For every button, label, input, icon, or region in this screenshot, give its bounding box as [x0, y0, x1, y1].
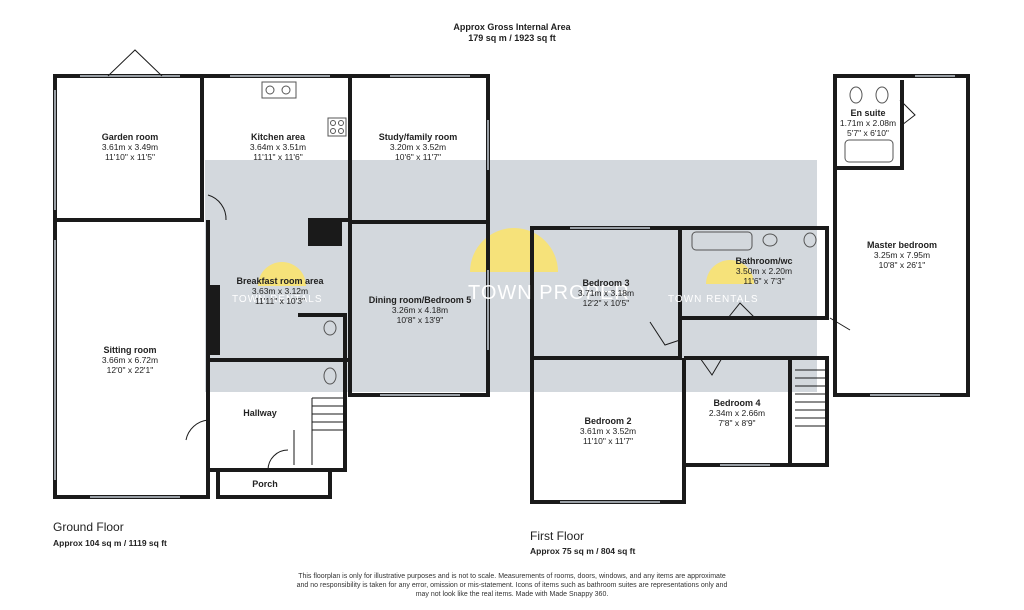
hob-icon: [327, 117, 347, 137]
room-bathroom: Bathroom/wc 3.50m x 2.20m 11'6" x 7'3": [735, 256, 793, 286]
bathroom-walls: [680, 226, 829, 320]
gross-internal-area: Approx Gross Internal Area 179 sq m / 19…: [0, 22, 1024, 44]
room-hallway: Hallway: [243, 408, 277, 418]
chimney-icon: [208, 220, 342, 355]
toilet-icon: [323, 86, 889, 385]
first-stairs: [795, 369, 825, 427]
room-bedroom-2: Bedroom 2 3.61m x 3.52m 11'10" x 11'7": [579, 416, 637, 446]
room-en-suite: En suite 1.71m x 2.08m 5'7" x 6'10": [839, 108, 897, 138]
room-garden: Garden room 3.61m x 3.49m 11'10" x 11'5": [101, 132, 159, 162]
stairs-walls: [790, 356, 829, 467]
room-bedroom-4: Bedroom 4 2.34m x 2.66m 7'8" x 8'9": [708, 398, 766, 428]
kitchen-sink-icon: [261, 81, 297, 99]
watermark-logo-left: [258, 262, 306, 286]
windows: [54, 75, 955, 503]
room-study: Study/family room 3.20m x 3.52m 10'6" x …: [378, 132, 458, 162]
gross-area-value: 179 sq m / 1923 sq ft: [468, 33, 556, 43]
gross-area-label: Approx Gross Internal Area: [453, 22, 571, 32]
room-dining: Dining room/Bedroom 5 3.26m x 4.18m 10'8…: [368, 295, 472, 325]
ground-floor-title: Ground Floor: [53, 520, 124, 534]
first-floor-title: First Floor: [530, 529, 584, 543]
watermark-logo-center: [470, 228, 558, 272]
room-breakfast: Breakfast room area 3.63m x 3.12m 11'11"…: [236, 276, 324, 306]
doors: [107, 49, 916, 471]
ground-stairs: [293, 397, 345, 465]
watermark-text-center: TOWN PROPER: [468, 282, 630, 304]
room-porch: Porch: [252, 479, 278, 489]
bathtub-icon: [691, 139, 894, 251]
room-master-bedroom: Master bedroom 3.25m x 7.95m 10'8" x 26'…: [866, 240, 938, 270]
disclaimer: This floorplan is only for illustrative …: [296, 573, 728, 598]
ground-floor-area: Approx 104 sq m / 1119 sq ft: [53, 538, 167, 548]
room-bedroom-3: Bedroom 3 3.71m x 3.18m 12'2" x 10'5": [577, 278, 635, 308]
hallway-walls: [208, 358, 350, 499]
ensuite-walls: [835, 80, 904, 170]
watermark-text-left: TOWN RENTALS: [232, 294, 323, 305]
watermark-logo-right: [706, 260, 754, 284]
first-floor-area: Approx 75 sq m / 804 sq ft: [530, 546, 636, 556]
room-kitchen: Kitchen area 3.64m x 3.51m 11'11" x 11'6…: [249, 132, 307, 162]
watermark-text-right: TOWN RENTALS: [668, 294, 759, 305]
room-sitting: Sitting room 3.66m x 6.72m 12'0" x 22'1": [101, 345, 159, 375]
